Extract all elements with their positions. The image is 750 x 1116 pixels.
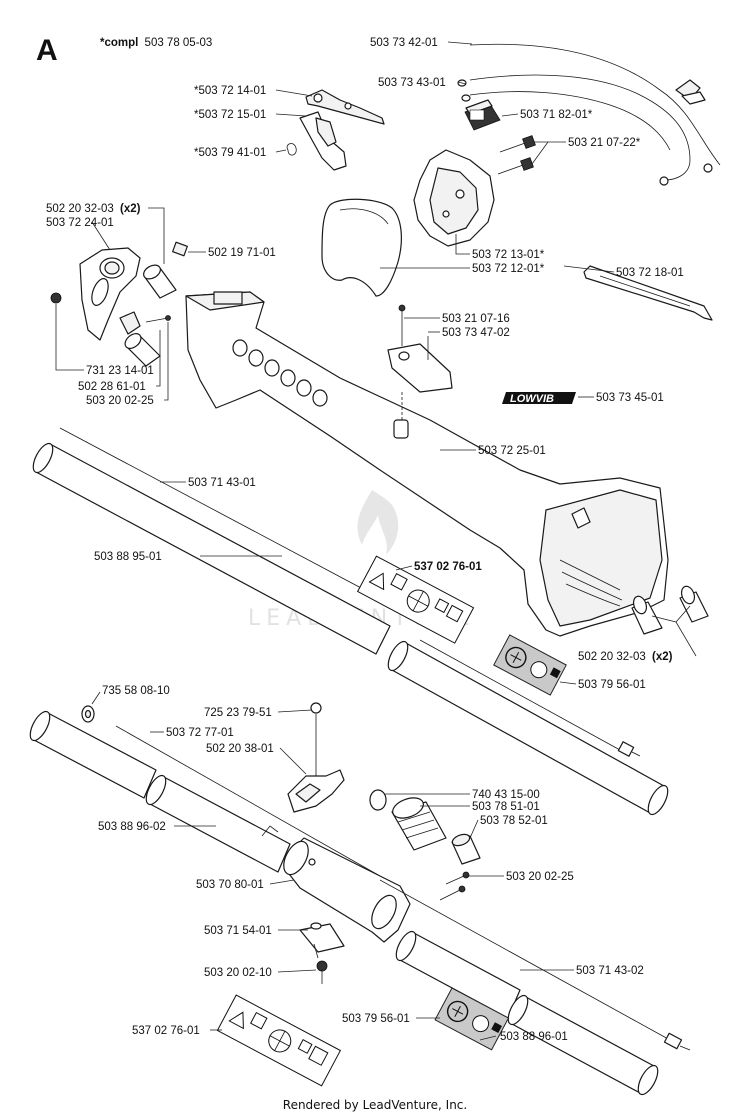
label-503-79-41-01[interactable]: *503 79 41-01 <box>194 147 266 159</box>
warning-decal-upper <box>356 555 475 644</box>
label-503-20-02-25-lower[interactable]: 503 20 02-25 <box>506 871 574 883</box>
leader-lines <box>55 41 697 1041</box>
label-503-88-96-01[interactable]: 503 88 96-01 <box>500 1031 568 1043</box>
label-503-72-25-01[interactable]: 503 72 25-01 <box>478 445 546 457</box>
label-502-20-32-03-right-qty: (x2) <box>652 651 673 663</box>
lowvib-logo: LOWVIB <box>502 392 576 405</box>
label-503-71-43-01[interactable]: 503 71 43-01 <box>188 477 256 489</box>
label-503-71-82-01[interactable]: 503 71 82-01* <box>520 109 593 121</box>
throttle-trigger <box>286 89 385 171</box>
label-503-79-56-01-lower[interactable]: 503 79 56-01 <box>342 1013 410 1025</box>
spacer-strip <box>583 265 713 321</box>
label-725-23-79-51[interactable]: 725 23 79-51 <box>204 707 272 719</box>
label-503-73-42-01[interactable]: 503 73 42-01 <box>370 37 438 49</box>
label-502-19-71-01[interactable]: 502 19 71-01 <box>208 247 276 259</box>
logo-text: LOWVIB <box>510 393 554 405</box>
label-740-43-15-00[interactable]: 740 43 15-00 <box>472 789 540 801</box>
screws-lower <box>439 871 470 901</box>
label-502-20-32-03-top-qty: (x2) <box>120 203 141 215</box>
label-503-72-24-01[interactable]: 503 72 24-01 <box>46 217 114 229</box>
footer-credit: Rendered by LeadVenture, Inc. <box>282 1098 468 1112</box>
label-503-72-13-01[interactable]: 503 72 13-01* <box>472 249 545 261</box>
label-503-73-43-01[interactable]: 503 73 43-01 <box>378 77 446 89</box>
handle-bracket <box>50 247 171 341</box>
clamp-plate <box>299 922 345 959</box>
label-503-71-43-02[interactable]: 503 71 43-02 <box>576 965 644 977</box>
coupling-housing <box>283 837 411 943</box>
section-letter: A <box>36 34 58 67</box>
label-503-78-51-01[interactable]: 503 78 51-01 <box>472 801 540 813</box>
rubber-plugs-right <box>631 585 709 635</box>
label-731-23-14-01[interactable]: 731 23 14-01 <box>86 365 154 377</box>
label-503-73-47-02[interactable]: 503 73 47-02 <box>442 327 510 339</box>
label-502-20-32-03-top-number: 502 20 32-03 <box>46 203 114 215</box>
label-537-02-76-01-top[interactable]: 537 02 76-01 <box>414 561 482 573</box>
label-503-72-15-01[interactable]: *503 72 15-01 <box>194 109 266 121</box>
screws-top <box>497 135 536 175</box>
label-503-72-18-01[interactable]: 503 72 18-01 <box>616 267 684 279</box>
label-503-88-96-02[interactable]: 503 88 96-02 <box>98 821 166 833</box>
label-537-02-76-01-lower[interactable]: 537 02 76-01 <box>132 1025 200 1037</box>
label-503-21-07-16[interactable]: 503 21 07-16 <box>442 313 510 325</box>
switch-part <box>464 99 501 131</box>
vibration-decal-lower <box>434 987 510 1051</box>
label-735-58-08-10[interactable]: 735 58 08-10 <box>102 685 170 697</box>
wiring-harness <box>457 43 721 186</box>
o-ring <box>369 789 387 811</box>
label-502-20-32-03-right-number: 502 20 32-03 <box>578 651 646 663</box>
drive-shaft <box>115 725 381 877</box>
main-shaft-housing <box>185 291 669 637</box>
label-502-20-32-03-top[interactable]: 502 20 32-03 (x2) <box>46 203 141 215</box>
nut-part <box>172 241 188 257</box>
handle-housing <box>321 149 495 297</box>
compl-note[interactable]: *compl 503 78 05-03 <box>100 37 212 49</box>
bearing <box>391 797 447 851</box>
lower-tube-right <box>379 879 691 1096</box>
compl-number: 503 78 05-03 <box>145 37 213 49</box>
label-502-20-32-03-right[interactable]: 502 20 32-03 (x2) <box>578 651 673 663</box>
label-503-70-80-01[interactable]: 503 70 80-01 <box>196 879 264 891</box>
knob-assembly <box>287 702 345 813</box>
label-503-88-95-01[interactable]: 503 88 95-01 <box>94 551 162 563</box>
compl-prefix: *compl <box>100 37 138 49</box>
lower-tube-left <box>29 710 291 873</box>
label-502-20-38-01[interactable]: 502 20 38-01 <box>206 743 274 755</box>
bushing <box>451 833 481 865</box>
label-502-28-61-01[interactable]: 502 28 61-01 <box>78 381 146 393</box>
label-503-72-12-01[interactable]: 503 72 12-01* <box>472 263 545 275</box>
screw-bottom <box>316 960 328 984</box>
label-503-21-07-22[interactable]: 503 21 07-22* <box>568 137 641 149</box>
clamp-bolt <box>387 304 453 439</box>
label-503-20-02-10[interactable]: 503 20 02-10 <box>204 967 272 979</box>
washer <box>81 705 95 723</box>
warning-decal-lower <box>216 994 342 1087</box>
label-503-73-45-01[interactable]: 503 73 45-01 <box>596 392 664 404</box>
label-503-71-54-01[interactable]: 503 71 54-01 <box>204 925 272 937</box>
label-503-72-77-01[interactable]: 503 72 77-01 <box>166 727 234 739</box>
upper-tube <box>32 427 669 816</box>
label-503-20-02-25-top[interactable]: 503 20 02-25 <box>86 395 154 407</box>
label-503-72-14-01[interactable]: *503 72 14-01 <box>194 85 266 97</box>
label-503-79-56-01-top[interactable]: 503 79 56-01 <box>578 679 646 691</box>
vibration-decal-upper <box>493 634 567 696</box>
label-503-78-52-01[interactable]: 503 78 52-01 <box>480 815 548 827</box>
